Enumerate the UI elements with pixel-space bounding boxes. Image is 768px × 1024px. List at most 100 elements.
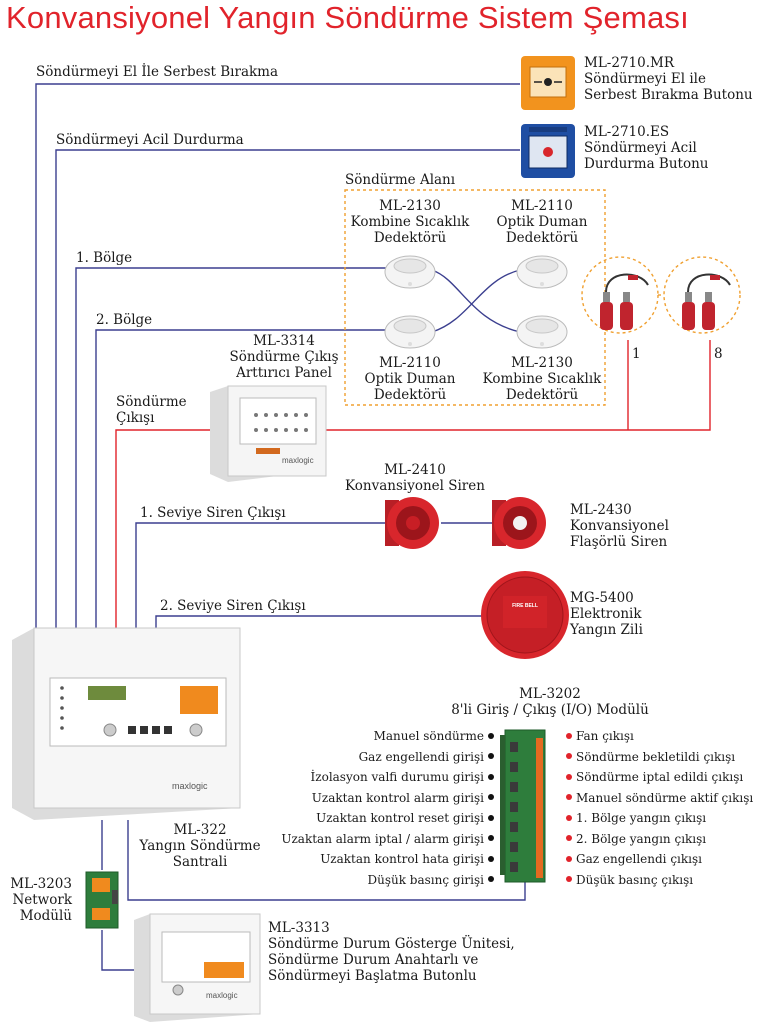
mr-desc-label-2: Serbest Bırakma Butonu	[584, 87, 753, 103]
zone2-cross-wire	[431, 269, 521, 333]
zone2-line-label: 2. Bölge	[96, 312, 153, 328]
det-tr-desc-label-2: Dedektörü	[505, 230, 579, 246]
det-tl-desc-label-2: Dedektörü	[373, 230, 447, 246]
fire-bell-label: FIRE BELL	[512, 603, 538, 609]
io-input-item: İzolasyon valfi durumu girişi	[281, 767, 498, 788]
io-outputs-list: Fan çıkışı Söndürme bekletildi çıkışı Sö…	[562, 726, 753, 890]
ml3203-model-label: ML-3203	[10, 876, 72, 892]
io-input-item: Uzaktan alarm iptal / alarm girişi	[281, 829, 498, 850]
ml3314-panel-icon	[210, 385, 327, 482]
io-inputs-list: Manuel söndürme Gaz engellendi girişi İz…	[281, 726, 498, 890]
es-model-label: ML-2710.ES	[584, 124, 670, 140]
es-desc-label-2: Durdurma Butonu	[584, 156, 709, 172]
det-bl-model-label: ML-2110	[379, 355, 441, 371]
ml3313-desc-label-2: Söndürme Durum Anahtarlı ve	[268, 952, 479, 968]
zone1-line-label: 1. Bölge	[76, 250, 133, 266]
extinguish-output-label-1: Söndürme	[116, 394, 187, 410]
mg5400-desc-label-1: Elektronik	[570, 606, 642, 622]
io-output-item: 2. Bölge yangın çıkışı	[562, 829, 753, 850]
mr-model-label: ML-2710.MR	[584, 55, 674, 71]
detector-tl-icon	[384, 255, 436, 289]
cylinder-1-label: 1	[632, 346, 641, 362]
io-output-item: Düşük basınç çıkışı	[562, 870, 753, 891]
siren2-line-label: 2. Seviye Siren Çıkışı	[160, 598, 306, 614]
ml2430-model-label: ML-2430	[570, 502, 632, 518]
cylinder-group-8	[663, 256, 741, 334]
mg5400-desc-label-2: Yangın Zili	[570, 622, 643, 638]
io-output-item: Manuel söndürme aktif çıkışı	[562, 788, 753, 809]
ml322-desc-label-2: Santrali	[172, 854, 228, 870]
io-module-wire	[127, 820, 526, 901]
io-input-item: Manuel söndürme	[281, 726, 498, 747]
ml3202-model-label: ML-3202	[519, 686, 581, 702]
io-output-item: Fan çıkışı	[562, 726, 753, 747]
cylinder-8-label: 8	[714, 346, 723, 362]
detector-br-icon	[516, 315, 568, 349]
ml3203-desc-label-2: Modülü	[19, 908, 72, 924]
io-input-item: Uzaktan kontrol alarm girişi	[281, 788, 498, 809]
io-output-item: 1. Bölge yangın çıkışı	[562, 808, 753, 829]
ml3313-brand: maxlogic	[206, 991, 238, 1000]
mr-desc-label-1: Söndürmeyi El ile	[584, 71, 706, 87]
det-br-desc-label-1: Kombine Sıcaklık	[482, 371, 602, 387]
ml2430-desc-label-2: Flaşörlü Siren	[570, 534, 668, 550]
zone1-cross-wire	[431, 269, 521, 333]
det-bl-desc-label-2: Dedektörü	[373, 387, 447, 403]
io-input-item: Düşük basınç girişi	[281, 870, 498, 891]
ml3314-desc-label-1: Söndürme Çıkış	[229, 349, 339, 365]
det-tr-model-label: ML-2110	[511, 198, 573, 214]
io-module-board-icon	[500, 729, 546, 883]
siren-ml2410-icon	[385, 497, 439, 549]
ml322-model-label: ML-322	[173, 822, 227, 838]
io-input-item: Gaz engellendi girişi	[281, 747, 498, 768]
ml2410-desc-label: Konvansiyonel Siren	[345, 478, 485, 494]
det-br-desc-label-2: Dedektörü	[505, 387, 579, 403]
io-input-item: Uzaktan kontrol hata girişi	[281, 849, 498, 870]
ml3313-unit-icon	[134, 913, 261, 1022]
extinguish-output-label-2: Çıkışı	[116, 410, 155, 426]
ml3314-model-label: ML-3314	[253, 333, 315, 349]
io-input-item: Uzaktan kontrol reset girişi	[281, 808, 498, 829]
ml2430-desc-label-1: Konvansiyonel	[570, 518, 669, 534]
ml322-brand: maxlogic	[172, 781, 208, 791]
zone2-wire	[95, 329, 385, 640]
ml3202-desc-label: 8'li Giriş / Çıkış (I/O) Modülü	[451, 702, 649, 718]
output-wires	[115, 340, 711, 640]
detector-bl-icon	[384, 315, 436, 349]
ml2410-model-label: ML-2410	[384, 462, 446, 478]
detector-tr-icon	[516, 255, 568, 289]
gas-cylinders-8-icon	[682, 273, 731, 330]
det-tr-desc-label-1: Optik Duman	[496, 214, 588, 230]
det-br-model-label: ML-2130	[511, 355, 573, 371]
mg5400-model-label: MG-5400	[570, 590, 634, 606]
siren1-line-label: 1. Seviye Siren Çıkışı	[140, 505, 286, 521]
cylinder8-wire	[325, 340, 711, 431]
diagram-title: Konvansiyonel Yangın Söndürme Sistem Şem…	[6, 0, 689, 35]
emergency-stop-button-icon	[521, 124, 575, 178]
ml3313-desc-label-1: Söndürme Durum Gösterge Ünitesi,	[268, 936, 515, 952]
io-output-item: Söndürme bekletildi çıkışı	[562, 747, 753, 768]
emergency-stop-wire	[55, 149, 520, 640]
manual-release-button-icon	[521, 56, 575, 110]
siren-ml2430-icon	[492, 497, 546, 549]
manual-release-line-label: Söndürmeyi El İle Serbest Bırakma	[36, 64, 279, 80]
fire-bell-icon	[481, 571, 569, 659]
io-output-item: Gaz engellendi çıkışı	[562, 849, 753, 870]
det-tl-desc-label-1: Kombine Sıcaklık	[350, 214, 470, 230]
status-unit-wire	[101, 930, 140, 971]
emergency-stop-line-label: Söndürmeyi Acil Durdurma	[56, 132, 244, 148]
gas-cylinders-1-icon	[600, 273, 649, 330]
ml322-panel-icon	[12, 627, 241, 820]
ml3203-desc-label-1: Network	[12, 892, 72, 908]
extinguish-output-wire	[115, 429, 218, 640]
extinguishing-area-label: Söndürme Alanı	[345, 172, 456, 188]
manual-release-wire	[35, 83, 520, 640]
det-bl-desc-label-1: Optik Duman	[364, 371, 456, 387]
ml322-desc-label-1: Yangın Söndürme	[139, 838, 261, 854]
es-desc-label-1: Söndürmeyi Acil	[584, 140, 697, 156]
io-output-item: Söndürme iptal edildi çıkışı	[562, 767, 753, 788]
network-module-icon	[85, 871, 119, 929]
det-tl-model-label: ML-2130	[379, 198, 441, 214]
siren1-wire	[135, 522, 390, 640]
